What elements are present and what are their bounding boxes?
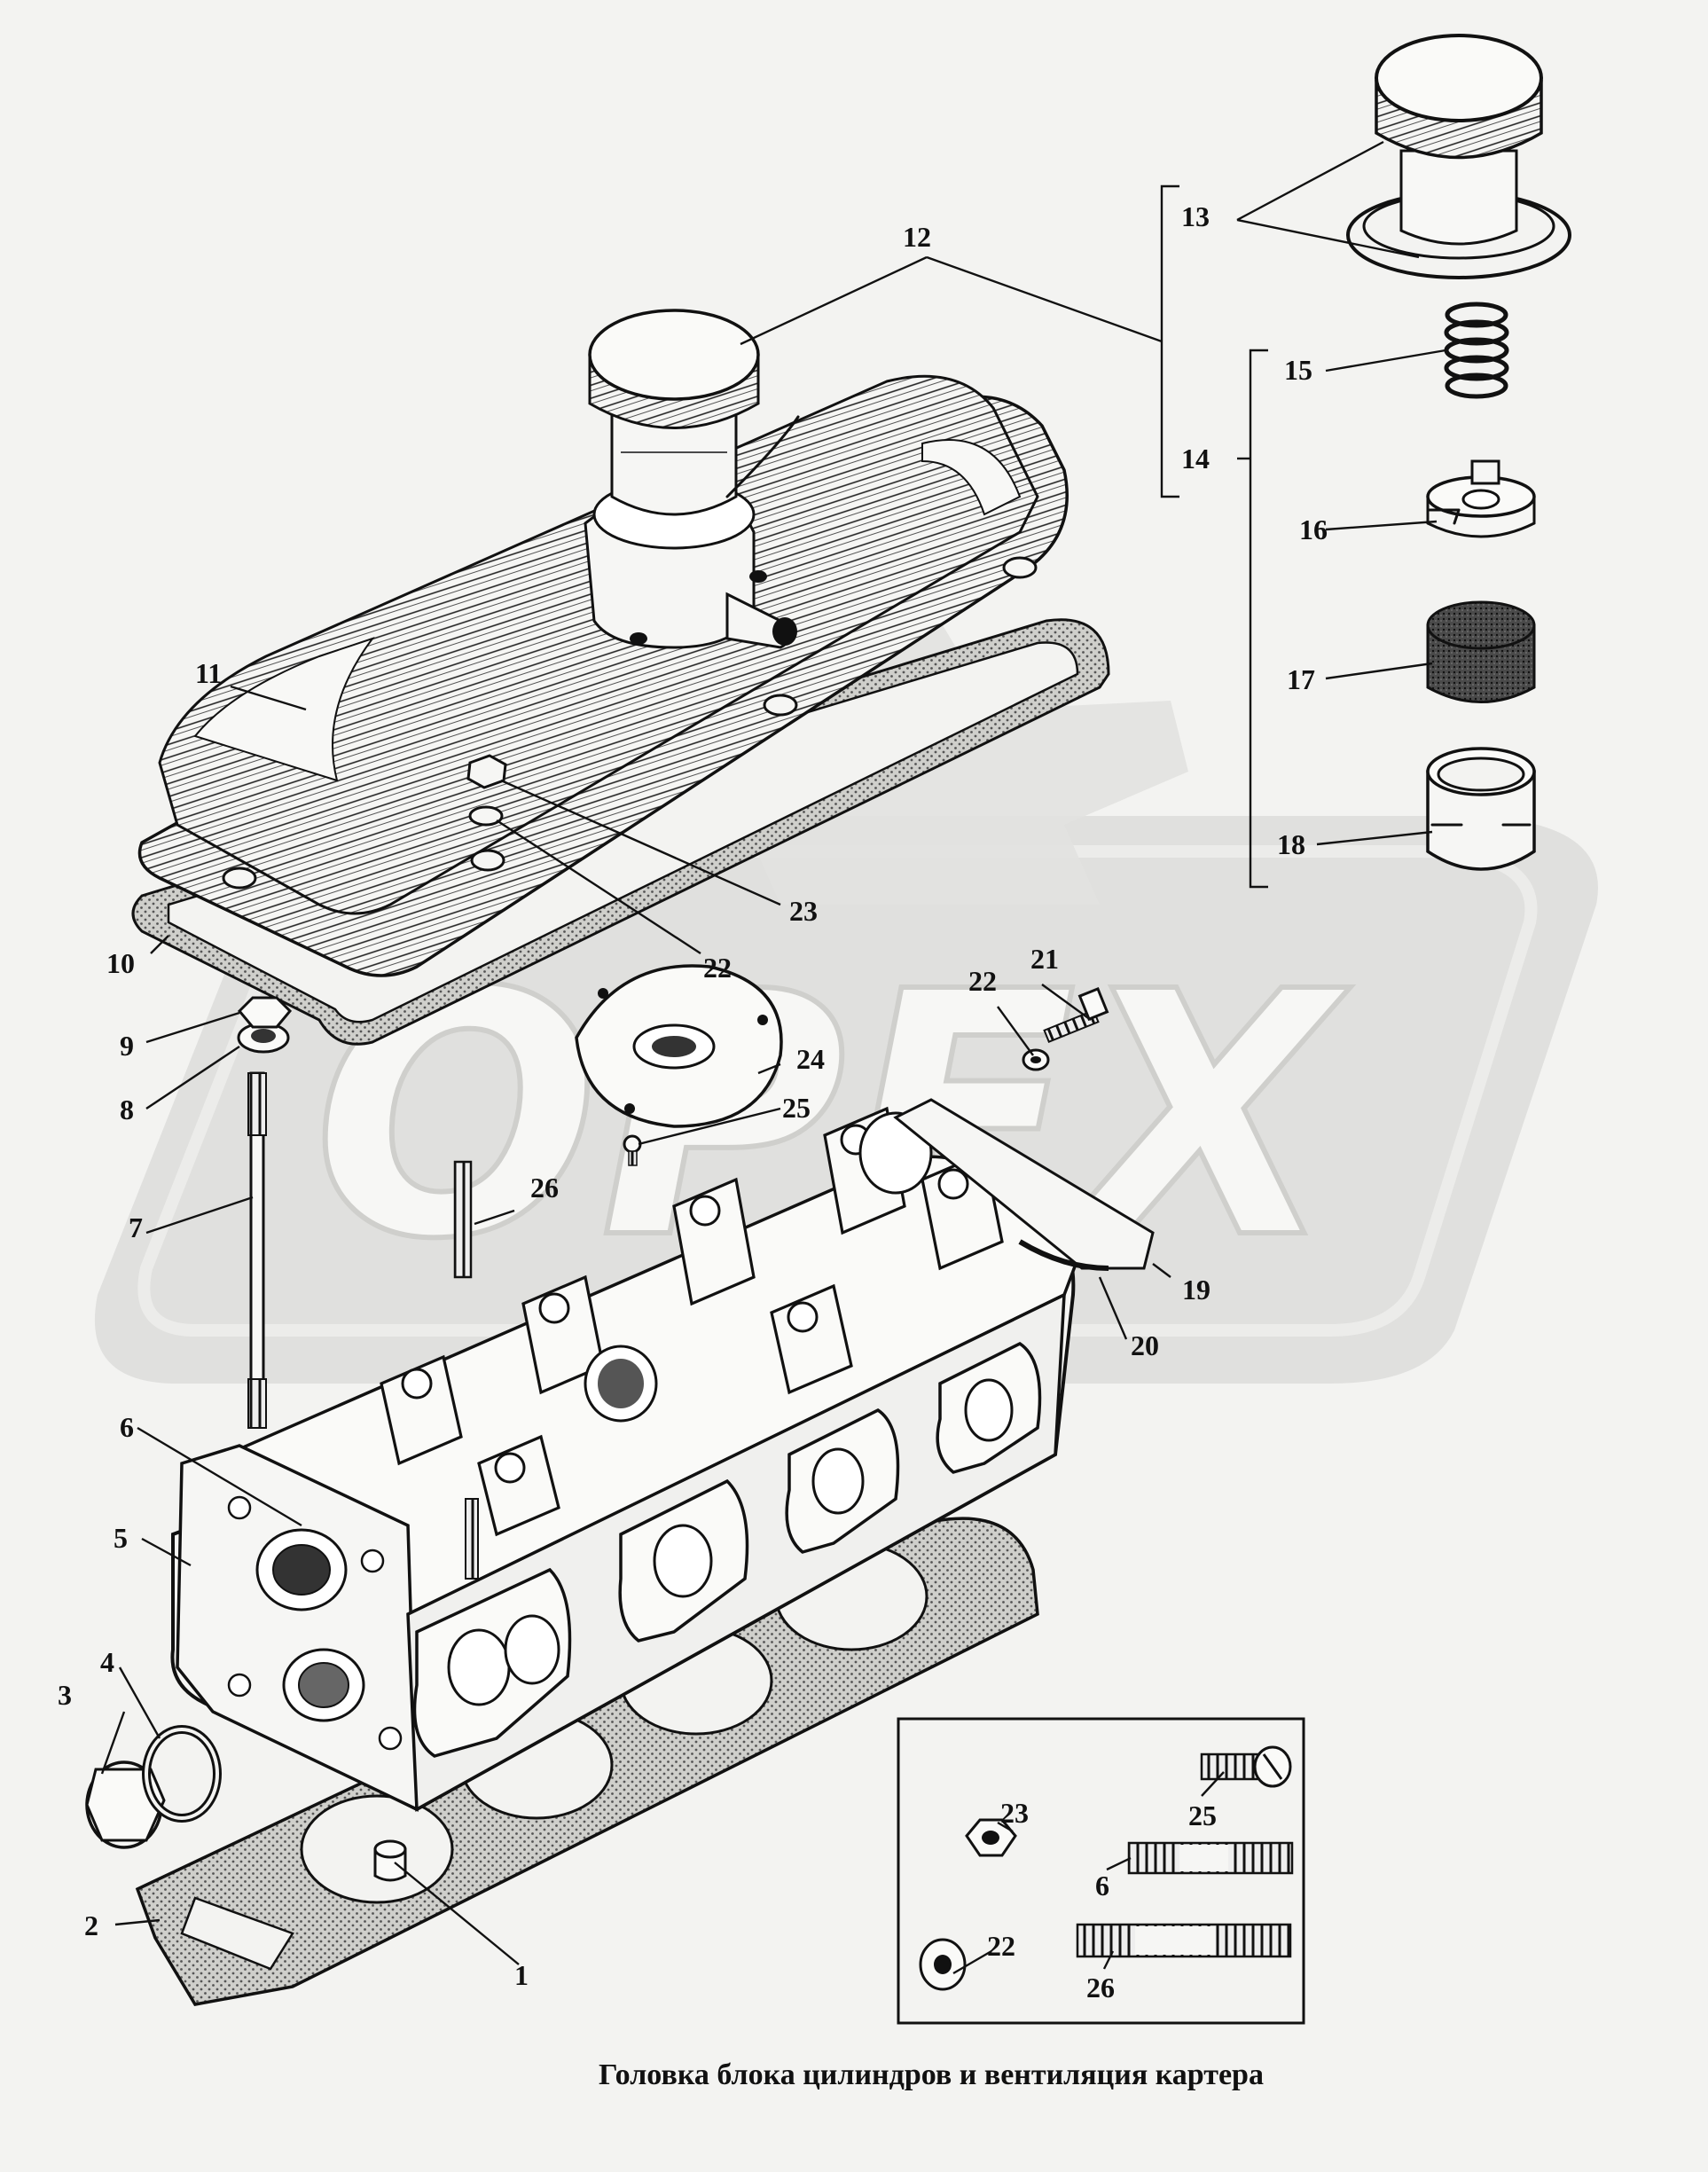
callout-15: 15 [1284, 354, 1312, 386]
gasket-ring-4 [142, 1725, 222, 1823]
stud-26 [453, 1160, 473, 1279]
callout-20: 20 [1131, 1329, 1159, 1361]
callout-2: 2 [84, 1909, 98, 1941]
callout-22-top: 22 [703, 952, 732, 984]
oil-filler-cap-assembled [588, 309, 800, 516]
nut-9 [237, 996, 293, 1029]
bolt-21 [1043, 986, 1109, 1044]
callout-25: 25 [782, 1092, 811, 1124]
inset-callout-23: 23 [1000, 1797, 1029, 1829]
callout-22-mid: 22 [968, 965, 997, 997]
callout-17: 17 [1287, 663, 1315, 695]
cover-plate [575, 964, 783, 1128]
spring [1444, 302, 1509, 399]
washer-22-small [1022, 1048, 1050, 1071]
housing [1426, 747, 1536, 871]
group-brackets [1160, 184, 1268, 889]
long-stud [247, 1071, 267, 1429]
callout-23-top: 23 [789, 895, 818, 927]
callout-24: 24 [796, 1043, 825, 1075]
callout-1: 1 [514, 1959, 529, 1991]
filter-element [1426, 600, 1536, 703]
callout-labels: 12 13 15 14 16 17 18 11 10 23 22 9 8 7 2… [58, 200, 1328, 2003]
callout-4: 4 [100, 1646, 114, 1678]
dowel-1 [373, 1839, 407, 1882]
cylinder-head [170, 1098, 1155, 1812]
filler-cap-detail [1346, 34, 1571, 279]
figure-caption: Головка блока цилиндров и вентиляция кар… [599, 2058, 1264, 2091]
callout-10: 10 [106, 947, 135, 979]
callout-18: 18 [1277, 828, 1305, 860]
callout-9: 9 [120, 1030, 134, 1062]
callout-13: 13 [1181, 200, 1210, 232]
callout-16: 16 [1299, 514, 1328, 545]
callout-14: 14 [1181, 443, 1210, 474]
leader-lines [100, 140, 1446, 1975]
washer-8 [237, 1022, 290, 1054]
valve-plate [1426, 459, 1536, 538]
inset-callout-6: 6 [1095, 1870, 1109, 1901]
callout-11: 11 [195, 657, 222, 689]
callout-3: 3 [58, 1679, 72, 1711]
callout-7: 7 [129, 1211, 143, 1243]
inset-callout-25: 25 [1188, 1800, 1217, 1831]
inset-callout-26: 26 [1086, 1972, 1115, 2003]
callout-8: 8 [120, 1094, 134, 1125]
inset-callout-22: 22 [987, 1930, 1015, 1962]
callout-19: 19 [1182, 1274, 1210, 1306]
callout-6: 6 [120, 1411, 134, 1443]
callout-5: 5 [114, 1522, 128, 1554]
fastener-inset [897, 1717, 1305, 2025]
callout-26: 26 [530, 1172, 559, 1204]
callout-12: 12 [903, 221, 931, 253]
callout-21: 21 [1030, 943, 1059, 975]
